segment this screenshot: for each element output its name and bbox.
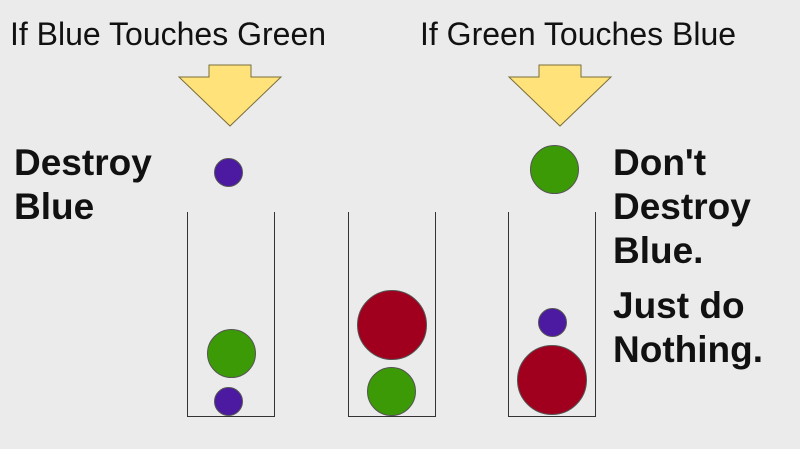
left-tube-green-ball	[207, 329, 256, 378]
left-falling-blue-ball	[214, 158, 243, 187]
left-caption: If Blue Touches Green	[10, 16, 327, 52]
right-arrow-shape	[507, 64, 613, 127]
middle-tube-green-ball	[367, 367, 416, 416]
right-tube-blue-ball	[538, 308, 567, 337]
right-tube-red-ball	[517, 345, 587, 415]
right-note-line: Blue.	[613, 230, 704, 271]
right-tube	[508, 212, 596, 417]
middle-tube	[348, 212, 436, 417]
left-tube-blue-ball	[214, 387, 243, 416]
right-down-arrow-icon	[507, 64, 613, 127]
left-down-arrow-icon	[177, 64, 283, 127]
right-note-line: Nothing.	[613, 329, 764, 370]
right-caption: If Green Touches Blue	[420, 16, 737, 52]
left-note-line: Destroy	[14, 142, 152, 183]
right-note-bottom: Just do Nothing.	[613, 284, 763, 372]
right-note-line: Just do	[613, 285, 745, 326]
middle-tube-red-ball	[357, 290, 427, 360]
left-tube	[187, 212, 275, 417]
left-note-line: Blue	[14, 186, 95, 227]
right-note-line: Destroy	[613, 186, 751, 227]
left-arrow-shape	[177, 64, 283, 127]
right-note-top: Don't Destroy Blue.	[613, 141, 751, 273]
right-note-line: Don't	[613, 142, 707, 183]
right-falling-green-ball	[530, 145, 579, 194]
left-note: Destroy Blue	[14, 141, 152, 229]
